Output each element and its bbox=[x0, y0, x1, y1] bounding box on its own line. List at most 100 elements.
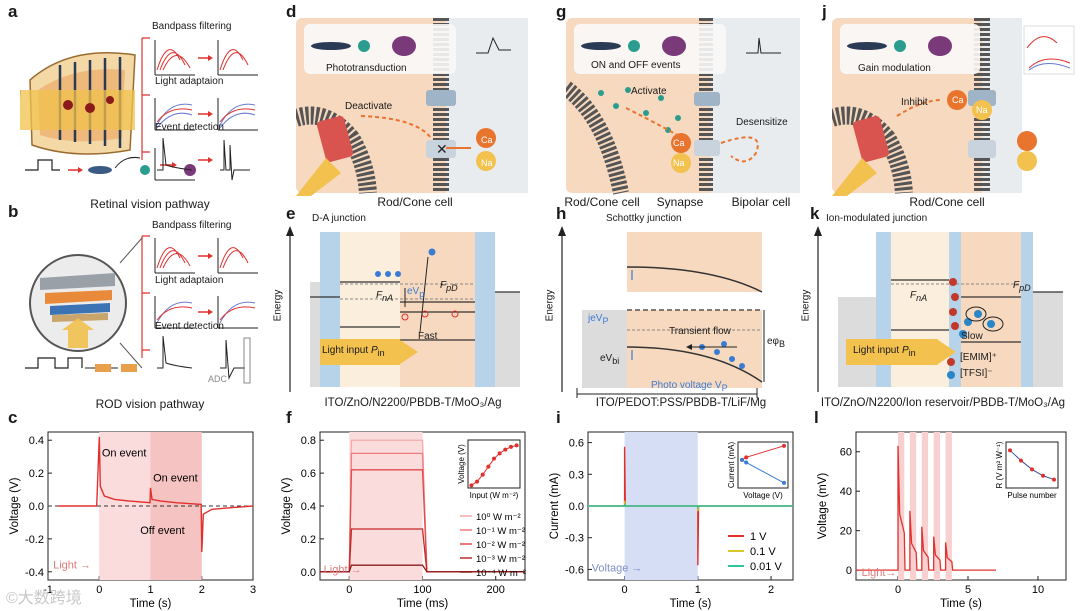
y-tick-label: -0.2 bbox=[25, 534, 44, 546]
j-inset-label: Gain modulation bbox=[858, 63, 931, 74]
light-band-3 bbox=[933, 432, 940, 580]
d-deactivate-label: Deactivate bbox=[345, 101, 393, 112]
y-tick-label: 0.4 bbox=[301, 501, 316, 513]
b-item-adaptation: Light adaptaion bbox=[155, 275, 224, 286]
x-axis-label: Time (s) bbox=[940, 598, 982, 610]
y-tick-label: 0.8 bbox=[301, 435, 316, 447]
h-ephib-label: eφB bbox=[767, 336, 786, 349]
panel-label-f: f bbox=[286, 408, 292, 427]
y-axis-label: Voltage (V) bbox=[9, 477, 21, 534]
legend-label-2: 10⁻² W m⁻² bbox=[476, 540, 525, 551]
k-tfsi-label: [TFSI]⁻ bbox=[960, 368, 993, 379]
voltage-trace bbox=[856, 445, 996, 571]
x-tick-label: 0 bbox=[622, 584, 628, 596]
panel-a-figure bbox=[20, 37, 258, 181]
d-ca-label: Ca bbox=[481, 135, 493, 145]
e-evp-label: eVp bbox=[407, 286, 425, 299]
inset-point-down bbox=[744, 460, 749, 465]
d-inset-label: Phototransduction bbox=[326, 63, 407, 74]
panel-e-diagram bbox=[286, 226, 520, 392]
y-tick-label: 0.0 bbox=[29, 501, 44, 513]
k-caption: ITO/ZnO/N2200/Ion reservoir/PBDB-T/MoO₃/… bbox=[820, 397, 1066, 409]
legend-label-0: 1 V bbox=[750, 531, 767, 543]
panel-label-e: e bbox=[286, 204, 296, 223]
voltage-trace bbox=[58, 436, 254, 553]
x-tick-label: 10 bbox=[1032, 584, 1044, 596]
g-inset-label: ON and OFF events bbox=[591, 60, 681, 71]
inset-ylabel: Voltage (V) bbox=[457, 444, 466, 484]
light-band-4 bbox=[945, 432, 952, 580]
x-tick-label: 100 bbox=[413, 584, 431, 596]
k-junction-label: Ion-modulated junction bbox=[826, 213, 928, 224]
inset-ylabel: Current (mA) bbox=[727, 442, 736, 489]
y-tick-label: 0.2 bbox=[301, 534, 316, 546]
x-tick-label: 200 bbox=[487, 584, 505, 596]
x-tick-label: -1 bbox=[43, 584, 53, 596]
x-tick-label: 1 bbox=[147, 584, 153, 596]
b-item-event: Event detection bbox=[155, 321, 224, 332]
x-tick-label: 2 bbox=[199, 584, 205, 596]
light-band-1 bbox=[909, 432, 917, 580]
legend-label-0: 10⁰ W m⁻² bbox=[476, 512, 521, 523]
inset-xlabel: Voltage (V) bbox=[743, 491, 783, 500]
inset-point bbox=[1019, 458, 1023, 463]
g-caption-synapse: Synapse bbox=[656, 195, 704, 209]
watermark: ©大数跨境 bbox=[6, 590, 82, 607]
x-tick-label: 2 bbox=[768, 584, 774, 596]
e-fast-label: Fast bbox=[418, 331, 438, 342]
g-activate-label: Activate bbox=[631, 86, 667, 97]
k-light-input-label: Light input Pin bbox=[853, 345, 916, 358]
inset-point-down bbox=[782, 480, 786, 485]
a-item-adaptation: Light adaptaion bbox=[155, 76, 224, 87]
g-caption-rod: Rod/Cone cell bbox=[564, 195, 640, 209]
y-tick-label: -0.4 bbox=[25, 567, 44, 579]
x-tick-label: 1 bbox=[695, 584, 701, 596]
h-transient-label: Transient flow bbox=[669, 326, 731, 337]
k-energy-label: Energy bbox=[800, 289, 812, 322]
light-band-2 bbox=[921, 432, 929, 580]
k-fpd-label: FpD bbox=[1013, 280, 1031, 293]
y-tick-label: 0.2 bbox=[29, 468, 44, 480]
x-tick-label: 5 bbox=[965, 584, 971, 596]
a-item-bandpass: Bandpass filtering bbox=[152, 21, 232, 32]
y-tick-label: 0.6 bbox=[301, 468, 316, 480]
inset-point bbox=[1052, 477, 1056, 482]
panel-label-d: d bbox=[286, 2, 297, 21]
b-item-bandpass: Bandpass filtering bbox=[152, 220, 232, 231]
e-fpd-label: FpD bbox=[440, 280, 458, 293]
adaptation-mini-charts bbox=[154, 98, 258, 131]
y-tick-label: 20 bbox=[840, 526, 852, 538]
x-axis-label: Time (s) bbox=[670, 598, 712, 610]
j-na-label: Na bbox=[976, 105, 988, 115]
light-label: Light → bbox=[324, 564, 362, 576]
panel-h-diagram bbox=[558, 226, 765, 398]
legend-label-1: 0.1 V bbox=[750, 546, 776, 558]
panel-j-figure bbox=[832, 18, 1075, 196]
x-axis-label: Time (s) bbox=[130, 598, 172, 610]
e-light-input-label: Light input Pin bbox=[322, 345, 385, 358]
j-ca-label: Ca bbox=[952, 95, 964, 105]
panel-label-b: b bbox=[8, 202, 19, 221]
e-caption: ITO/ZnO/N2200/PBDB-T/MoO₃/Ag bbox=[324, 397, 502, 409]
inset-point-up bbox=[744, 455, 749, 460]
a-item-event: Event detection bbox=[155, 122, 224, 133]
voltage-label: Voltage → bbox=[592, 563, 643, 575]
e-fna-label: FnA bbox=[376, 290, 394, 303]
y-tick-label: 0.4 bbox=[29, 435, 44, 447]
inset-point bbox=[514, 443, 519, 448]
panel-g-figure bbox=[566, 18, 800, 195]
e-energy-label: Energy bbox=[272, 289, 284, 322]
svg-text:✕: ✕ bbox=[436, 141, 448, 157]
retina-illustration bbox=[20, 52, 136, 155]
legend-label-4: 10⁻⁴ W m⁻² bbox=[476, 568, 526, 579]
panel-label-a: a bbox=[8, 2, 18, 21]
h-jevp-label: jeVP bbox=[588, 313, 609, 326]
light-band bbox=[349, 432, 423, 580]
light-band-0 bbox=[898, 432, 905, 580]
inset-xlabel: Pulse number bbox=[1007, 491, 1057, 500]
y-tick-label: -0.3 bbox=[565, 533, 584, 545]
event-mini-charts bbox=[154, 137, 250, 181]
d-na-label: Na bbox=[481, 158, 493, 168]
